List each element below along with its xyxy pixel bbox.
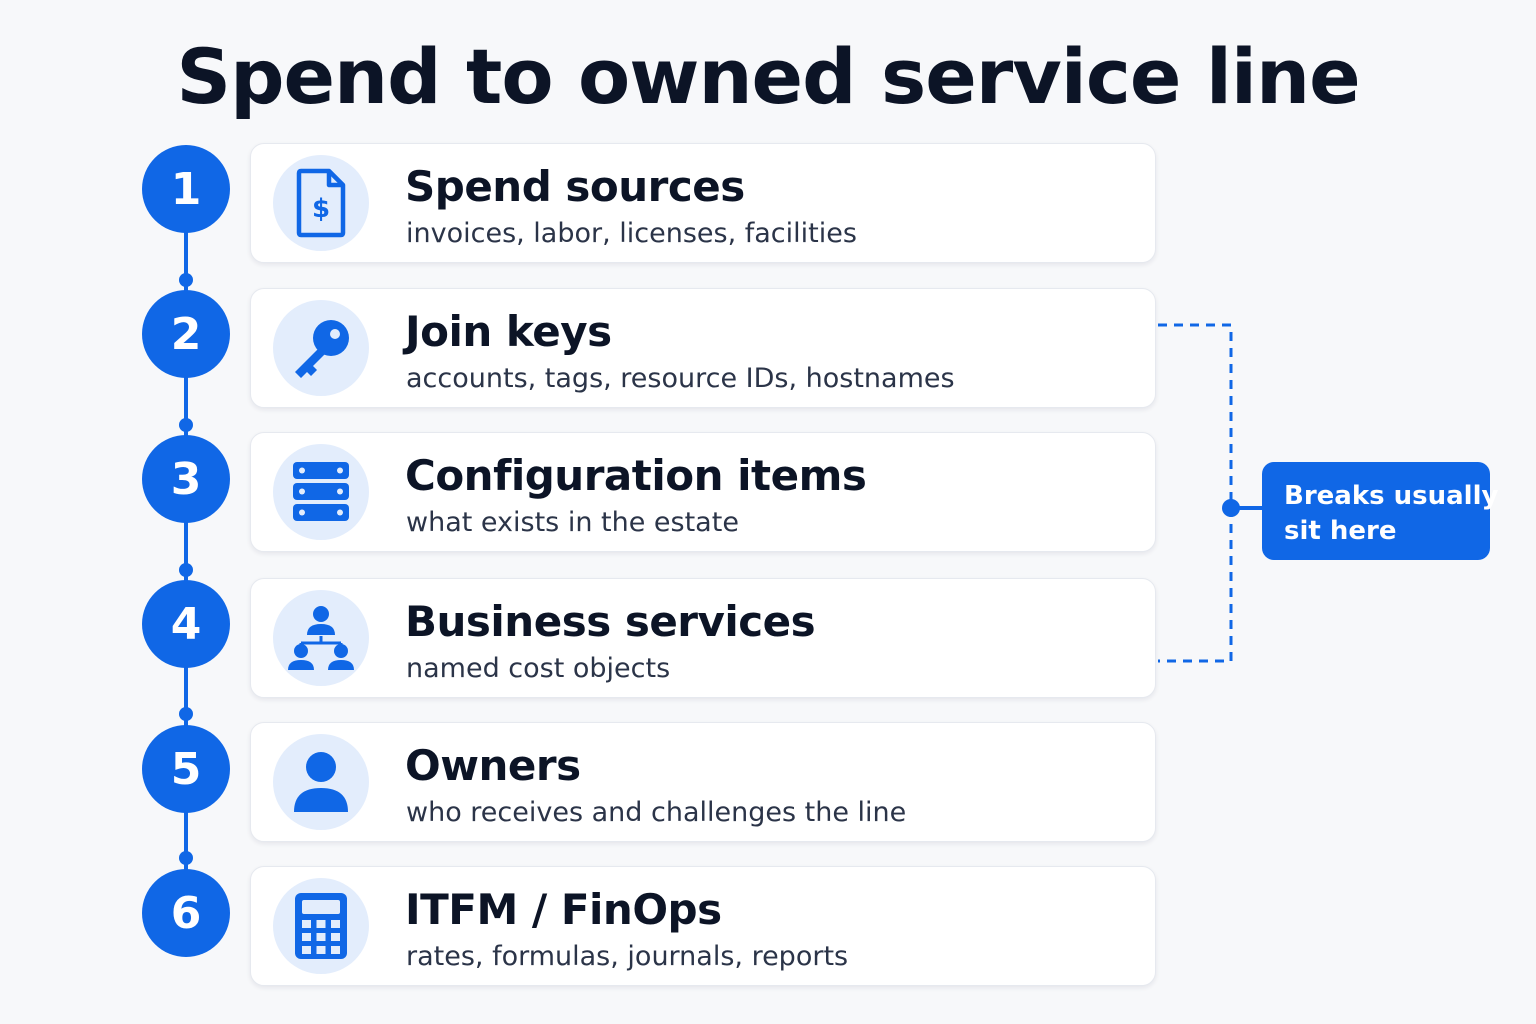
step-card-spend-sources: $ Spend sources invoices, labor, license… <box>250 143 1156 263</box>
calculator-icon <box>273 878 369 974</box>
invoice-dollar-icon: $ <box>273 155 369 251</box>
callout-line-1: Breaks usually <box>1284 481 1499 511</box>
step-title: Join keys <box>405 307 612 356</box>
step-title: Spend sources <box>405 162 745 211</box>
step-title: ITFM / FinOps <box>405 885 722 934</box>
step-card-join-keys: Join keys accounts, tags, resource IDs, … <box>250 288 1156 408</box>
server-rack-icon <box>273 444 369 540</box>
step-number-6: 6 <box>142 869 230 957</box>
step-subtitle: accounts, tags, resource IDs, hostnames <box>406 363 955 394</box>
breaks-callout: Breaks usually sit here <box>1262 462 1499 560</box>
step-subtitle: who receives and challenges the line <box>406 797 907 828</box>
step-title: Owners <box>405 741 581 790</box>
key-icon <box>273 300 369 396</box>
svg-text:$: $ <box>312 194 330 224</box>
step-card-itfm-finops: ITFM / FinOps rates, formulas, journals,… <box>250 866 1156 986</box>
step-number-4: 4 <box>142 580 230 668</box>
step-number-3: 3 <box>142 435 230 523</box>
callout-line-2: sit here <box>1284 516 1397 546</box>
breaks-bracket <box>1158 323 1233 663</box>
step-number-2: 2 <box>142 290 230 378</box>
step-title: Configuration items <box>405 451 867 500</box>
org-hierarchy-icon <box>273 590 369 686</box>
step-number-1: 1 <box>142 145 230 233</box>
step-card-owners: Owners who receives and challenges the l… <box>250 722 1156 842</box>
step-number-5: 5 <box>142 725 230 813</box>
step-title: Business services <box>405 597 816 646</box>
person-icon <box>273 734 369 830</box>
step-card-configuration-items: Configuration items what exists in the e… <box>250 432 1156 552</box>
step-subtitle: invoices, labor, licenses, facilities <box>406 218 857 249</box>
step-subtitle: rates, formulas, journals, reports <box>406 941 849 972</box>
page-title: Spend to owned service line <box>176 32 1360 121</box>
step-card-business-services: Business services named cost objects <box>250 578 1156 698</box>
step-subtitle: what exists in the estate <box>406 507 739 538</box>
step-subtitle: named cost objects <box>406 653 671 684</box>
